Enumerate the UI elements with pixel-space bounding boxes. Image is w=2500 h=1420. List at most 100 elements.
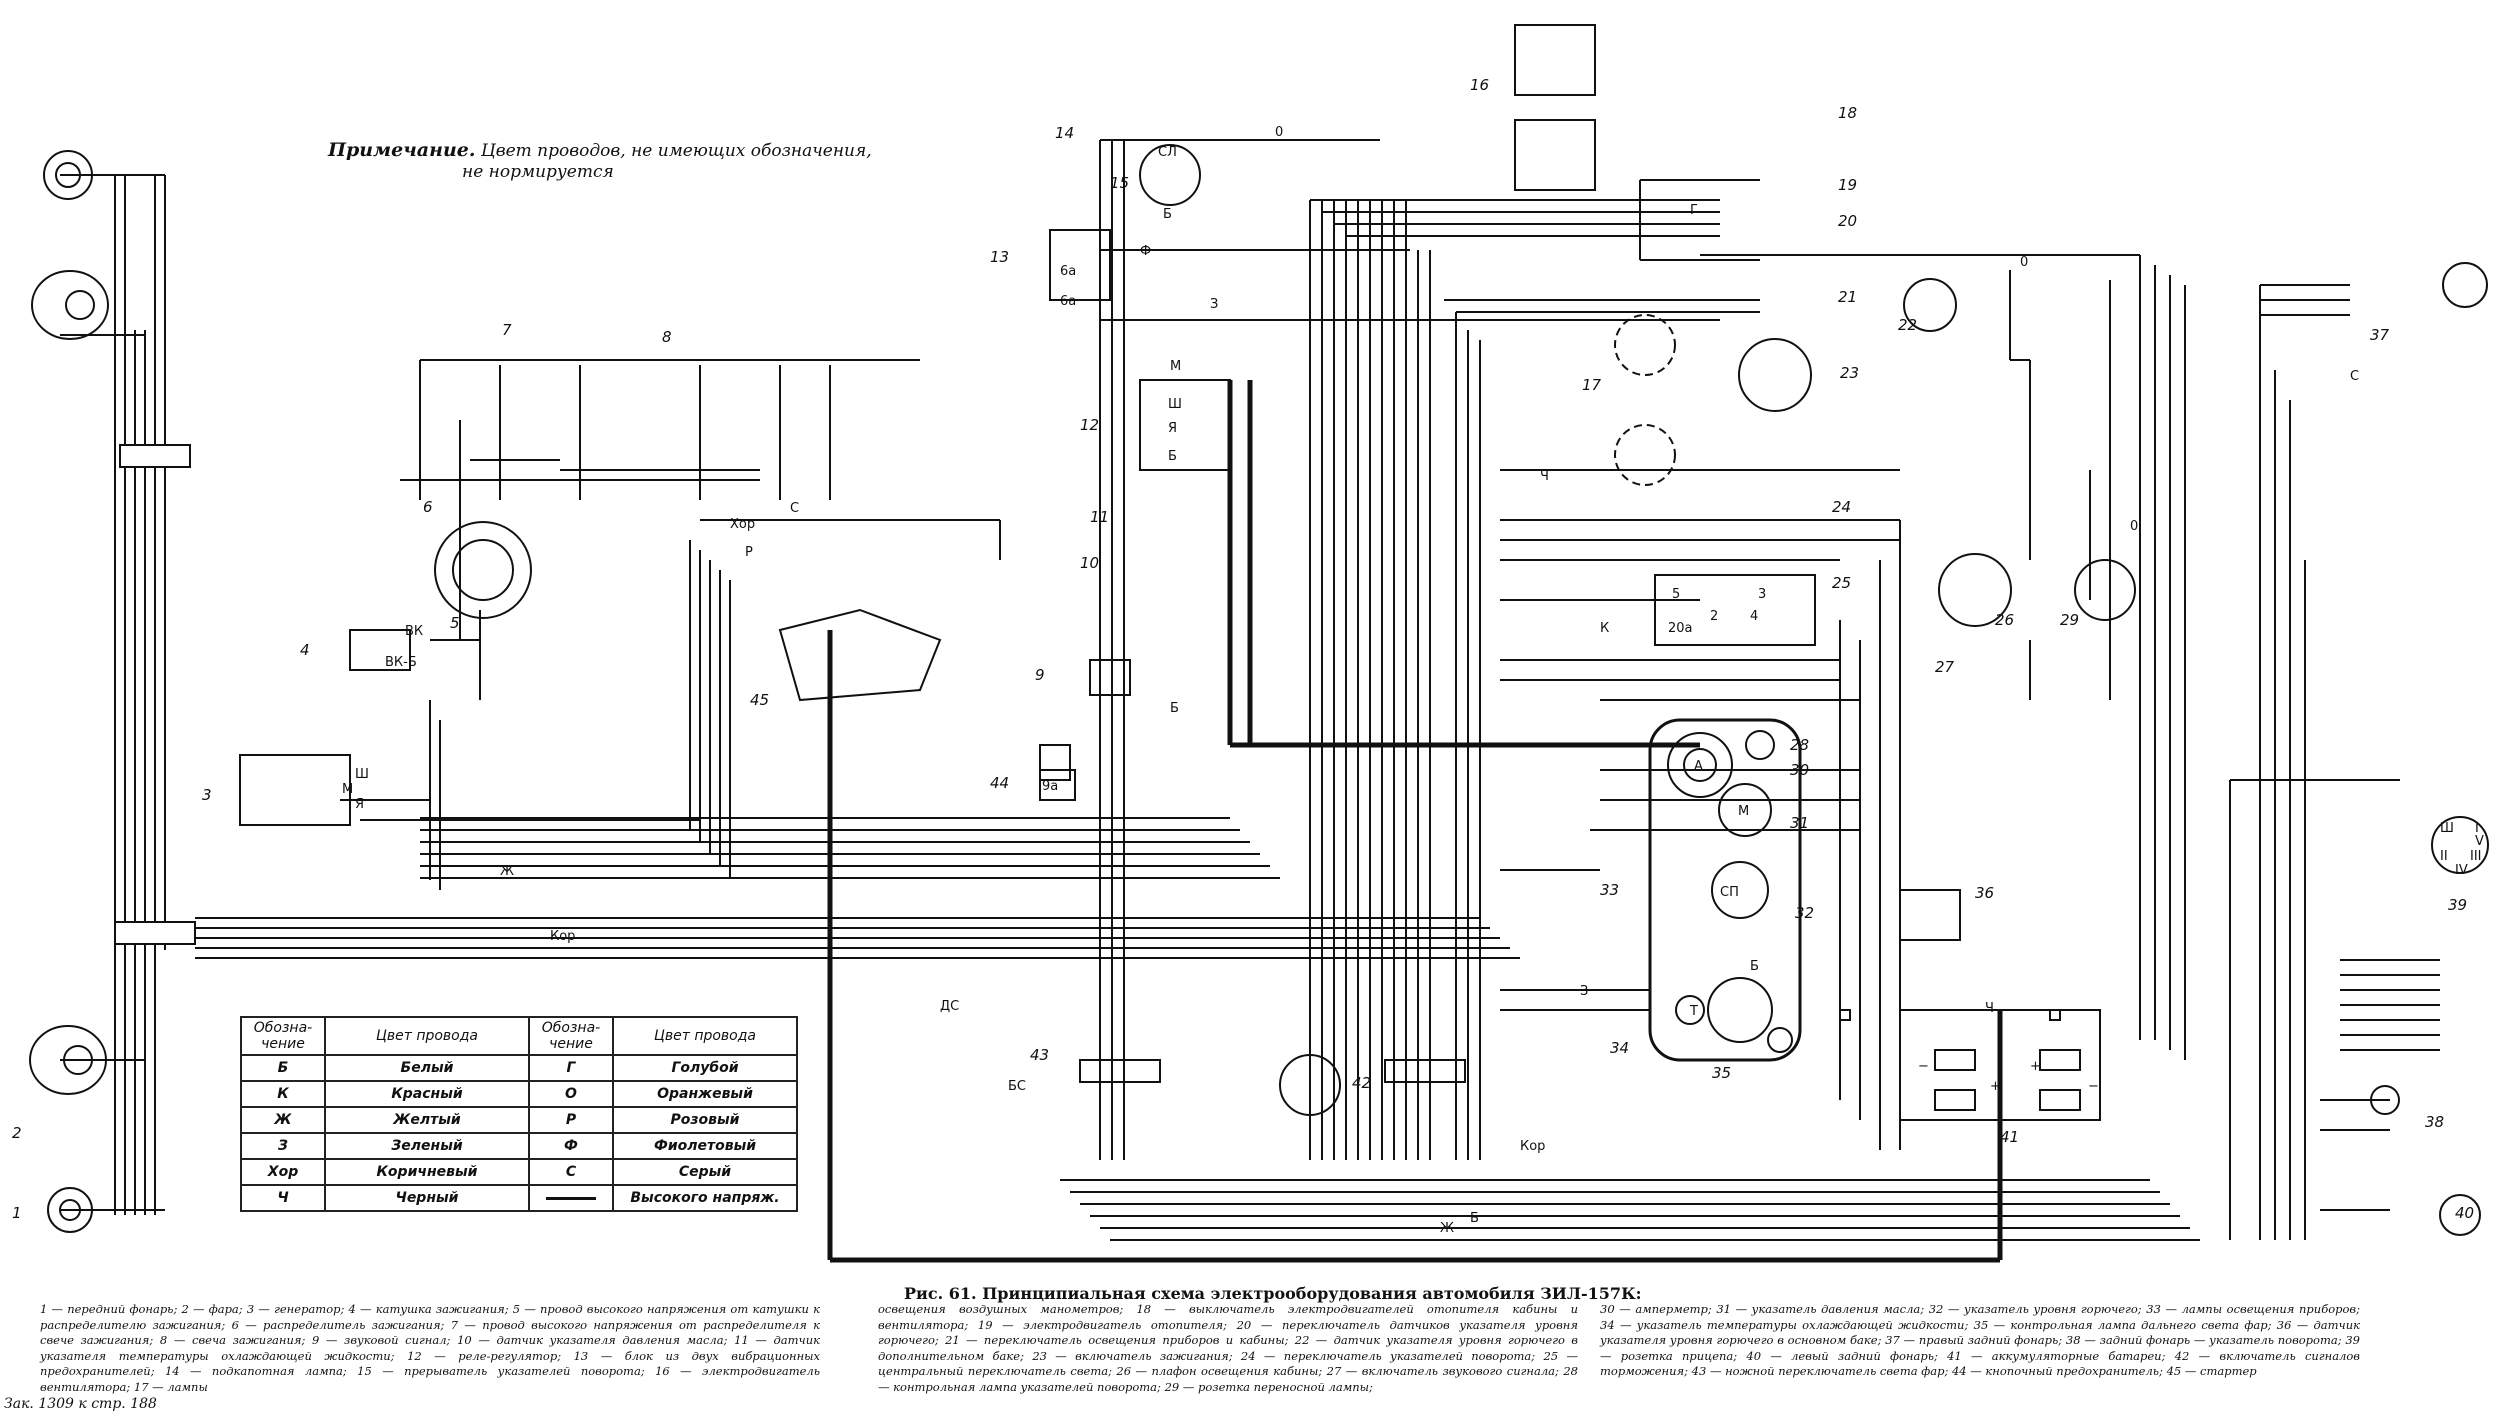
wire-tag: Ж <box>500 864 514 879</box>
gen-sh-label: Ш <box>355 767 369 782</box>
page-footer: Зак. 1309 к стр. 188 <box>4 1396 157 1412</box>
comp-label-43: 43 <box>1030 1046 1049 1064</box>
wire-tag: Р <box>745 545 753 560</box>
wire-tag: 0 <box>2020 255 2028 270</box>
wire-tag: Ж <box>1440 1221 1454 1236</box>
legend-color: Зеленый <box>324 1132 530 1160</box>
comp-label-5: 5 <box>450 614 460 632</box>
legend-code: Ж <box>240 1106 326 1134</box>
comp-label-14: 14 <box>1055 124 1074 142</box>
legend-header: Обозна-чение <box>528 1016 614 1056</box>
comp-label-19: 19 <box>1838 176 1857 194</box>
legend-code: О <box>528 1080 614 1108</box>
relay-m-label: М <box>1170 359 1181 374</box>
batt-plus-1: + <box>2030 1059 2041 1074</box>
comp-label-26: 26 <box>1995 611 2014 629</box>
batt-minus-2: − <box>2088 1079 2099 1094</box>
gauge-m-label: М <box>1738 804 1749 819</box>
legend-color: Высокого напряж. <box>612 1184 798 1212</box>
comp-label-33: 33 <box>1600 881 1619 899</box>
sw25-2-label: 2 <box>1710 609 1718 624</box>
amm-sl-label: СЛ <box>1158 145 1177 160</box>
note-text-line1: Цвет проводов, не имеющих обозначения, <box>480 141 872 161</box>
comp-label-22: 22 <box>1898 316 1917 334</box>
legend-color: Красный <box>324 1080 530 1108</box>
component-bodies <box>29 24 2489 1236</box>
wire-tag: Ч <box>1985 1001 1994 1016</box>
legend-code: Ч <box>240 1184 326 1212</box>
comp-label-45: 45 <box>750 691 769 709</box>
comp-label-25: 25 <box>1832 574 1851 592</box>
comp-label-27: 27 <box>1935 658 1955 676</box>
sw25-20a-label: 20а <box>1668 621 1693 636</box>
comp-label-7: 7 <box>502 321 512 339</box>
legend-color: Желтый <box>324 1106 530 1134</box>
legend-color: Розовый <box>612 1106 798 1134</box>
switch-vk-label: ВК <box>405 624 423 639</box>
comp-label-2: 2 <box>12 1124 22 1142</box>
legend-code: К <box>240 1080 326 1108</box>
gen-m-label: М <box>342 782 353 797</box>
legend-code: З <box>240 1132 326 1160</box>
comp-label-36: 36 <box>1975 884 1994 902</box>
high-voltage-line-symbol <box>546 1196 596 1200</box>
left-harness <box>60 174 196 1215</box>
stop-bs-label: БС <box>1008 1079 1026 1094</box>
comp-label-21: 21 <box>1838 288 1857 306</box>
wire-tag: Кор <box>550 929 575 944</box>
wire-tag: С <box>2350 369 2359 384</box>
wire-color-legend: Обозна-чение Цвет провода Обозна-чение Ц… <box>240 1016 798 1212</box>
legend-color: Серый <box>612 1158 798 1186</box>
figure-caption-title: Рис. 61. Принципиальная схема электрообо… <box>904 1284 1642 1303</box>
stop-ds-label: ДС <box>940 999 959 1014</box>
socket-v-label: V <box>2475 834 2484 849</box>
fuse-9a-label: 9а <box>1042 779 1058 794</box>
legend-row: Ч Черный Высокого напряж. <box>240 1184 798 1212</box>
wire-tag: 0 <box>1275 125 1283 140</box>
switch-vkb-label: ВК-Б <box>385 655 417 670</box>
legend-row: К Красный О Оранжевый <box>240 1080 798 1108</box>
comp-label-38: 38 <box>2425 1113 2444 1131</box>
ignition-wiring <box>340 359 1001 890</box>
gauge-b-label: Б <box>1750 959 1759 974</box>
socket-i-label: I <box>2475 821 2479 836</box>
comp-label-31: 31 <box>1790 814 1809 832</box>
wire-tag: 0 <box>2130 519 2138 534</box>
legend-code: Ф <box>528 1132 614 1160</box>
wire-tag: Ч <box>1540 469 1549 484</box>
comp-label-35: 35 <box>1712 1064 1731 1082</box>
comp-label-29: 29 <box>2060 611 2079 629</box>
wire-tag: Ф <box>1140 244 1151 259</box>
legend-color: Фиолетовый <box>612 1132 798 1160</box>
wire-tag: К <box>1600 621 1609 636</box>
socket-ii-label: II <box>2440 849 2448 864</box>
socket-iii-label: III <box>2470 849 2482 864</box>
legend-header: Цвет провода <box>324 1016 530 1056</box>
gauge-a-label: А <box>1694 759 1703 774</box>
comp-label-37: 37 <box>2370 326 2390 344</box>
legend-code: Г <box>528 1054 614 1082</box>
fuse-6a2-label: 6а <box>1060 294 1076 309</box>
diagram-note: Примечание. Цвет проводов, не имеющих об… <box>328 140 872 183</box>
comp-label-18: 18 <box>1838 104 1857 122</box>
comp-label-3: 3 <box>202 786 212 804</box>
relay-sh-label: Ш <box>1168 397 1182 412</box>
comp-label-15: 15 <box>1110 174 1129 192</box>
legend-row: Б Белый Г Голубой <box>240 1054 798 1082</box>
legend-color: Коричневый <box>324 1158 530 1186</box>
comp-label-28: 28 <box>1790 736 1809 754</box>
relay-b-label: Б <box>1168 449 1177 464</box>
comp-label-40: 40 <box>2455 1204 2474 1222</box>
gauge-sp-label: СП <box>1720 885 1739 900</box>
wire-tag: З <box>1580 984 1588 999</box>
comp-label-20: 20 <box>1838 212 1857 230</box>
gen-ya-label: Я <box>355 797 364 812</box>
comp-label-8: 8 <box>662 328 672 346</box>
comp-label-13: 13 <box>990 248 1009 266</box>
instrument-panel <box>1500 179 2111 1150</box>
comp-label-1: 1 <box>12 1204 22 1222</box>
legend-color: Голубой <box>612 1054 798 1082</box>
caption-column-3: 30 — амперметр; 31 — указатель давления … <box>1600 1302 2360 1378</box>
wire-tag: Г <box>1690 203 1698 218</box>
